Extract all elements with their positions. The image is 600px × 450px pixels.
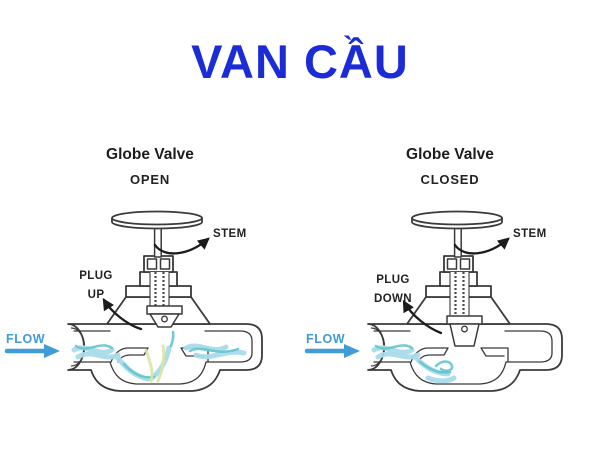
page-title: VAN CẦU: [191, 35, 409, 88]
valve-diagram-closed: STEM PLUG DOWN FLOW: [304, 210, 563, 392]
valve-state-label: CLOSED: [420, 172, 480, 187]
stem-label: STEM: [213, 228, 247, 240]
packing-nut: [459, 258, 471, 270]
flow-arrow-icon: [4, 344, 60, 358]
threaded-stem: [154, 272, 165, 308]
valve-plug: [446, 315, 483, 347]
flow-label: FLOW: [6, 332, 45, 346]
handwheel: [411, 210, 503, 258]
valve-seat: [410, 347, 509, 363]
handwheel: [111, 210, 203, 258]
packing-nut: [146, 258, 158, 270]
packing-nut: [446, 258, 458, 270]
plug-label-line2: DOWN: [374, 293, 412, 305]
valve-state-label: OPEN: [129, 172, 171, 187]
stem-label: STEM: [513, 228, 547, 240]
figure-heading: Globe Valve: [406, 146, 494, 163]
stem-channel: [450, 272, 469, 318]
valve-diagram-open: STEM PLUG UP FLOW: [4, 210, 263, 392]
threaded-stem: [454, 272, 465, 316]
water-flow: [371, 344, 457, 384]
stem-arrow: [453, 237, 510, 255]
plug-arrow: [402, 299, 443, 335]
plug-label-line1: PLUG: [376, 274, 410, 286]
figure-heading: Globe Valve: [106, 146, 194, 163]
valve-plug: [146, 305, 183, 328]
water-flow: [71, 330, 247, 383]
stem-channel: [150, 272, 169, 310]
packing-nut: [159, 258, 171, 270]
flow-label: FLOW: [306, 332, 345, 346]
globe-valve-open-figure: Globe Valve OPEN: [0, 146, 300, 393]
plug-label-line1: PLUG: [79, 270, 113, 282]
globe-valve-closed-figure: Globe Valve CLOSED: [300, 146, 600, 393]
plug-label-line2: UP: [88, 289, 105, 301]
stem-arrow: [153, 237, 210, 255]
flow-arrow-icon: [304, 344, 360, 358]
plug-arrow: [102, 297, 143, 331]
